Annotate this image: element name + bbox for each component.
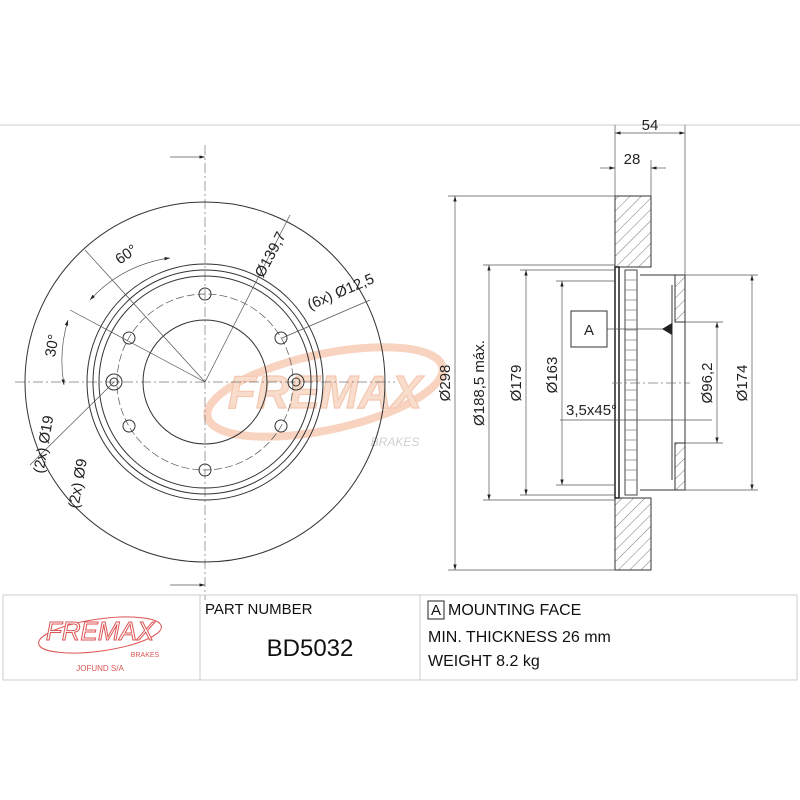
sub-label: BRAKES — [371, 435, 420, 449]
drawing-path — [89, 257, 171, 301]
bolt-holes-label: (6x) Ø12,5 — [305, 270, 377, 313]
angle-30-label: 30° — [42, 333, 63, 358]
drawing-path — [614, 497, 652, 571]
drawing-ellipse — [203, 343, 447, 441]
weight-note: WEIGHT 8.2 kg — [428, 653, 540, 670]
drawing-circle — [92, 269, 318, 495]
drawing-circle — [105, 373, 123, 391]
drawing-circle — [274, 419, 288, 433]
min-thickness-note: MIN. THICKNESS 26 mm — [428, 629, 611, 646]
fremax-logo: FREMAX BRAKES JOFUND S/A — [38, 616, 162, 673]
drawing-rect — [2, 594, 798, 681]
drawing-line — [69, 309, 206, 383]
drawing-path — [61, 319, 69, 386]
drawing-circle — [109, 377, 119, 387]
drawing-path — [674, 442, 686, 491]
drawing-rect — [624, 269, 638, 496]
max-diameter-label: Ø188,5 máx. — [471, 340, 488, 426]
drawing-path — [614, 195, 652, 268]
drawing-line — [204, 214, 291, 383]
title-block: FREMAX BRAKES JOFUND S/A PART NUMBER BD5… — [2, 594, 798, 681]
disc-thickness-label: 28 — [624, 151, 641, 168]
drawing-rect — [427, 600, 445, 620]
drawing-circle — [122, 419, 136, 433]
brand-label: FREMAX — [46, 616, 156, 646]
bolt-holes — [105, 287, 305, 477]
brand-label: FREMAX — [228, 366, 425, 418]
angle-60-label: 60° — [112, 241, 140, 268]
holes-9-label: (2x) Ø9 — [66, 457, 91, 509]
company-label: JOFUND S/A — [76, 664, 124, 673]
mounting-face-note: MOUNTING FACE — [448, 602, 581, 619]
drawing-rect — [614, 266, 620, 499]
datum-label: A — [584, 322, 594, 339]
hub-diameter-label: Ø174 — [734, 365, 751, 402]
drawing-path — [640, 274, 686, 491]
drawing-circle — [291, 377, 301, 387]
drawing-circle — [86, 263, 324, 501]
drawing-circle — [287, 373, 305, 391]
drawing-circle — [98, 275, 312, 489]
sub-label: BRAKES — [131, 652, 160, 659]
holes-19-label: (2x) Ø19 — [31, 414, 58, 474]
drawing-path — [674, 274, 686, 323]
outer-diameter-label: Ø298 — [437, 365, 454, 402]
center-bore-label: Ø96,2 — [699, 363, 716, 404]
overall-width-label: 54 — [642, 117, 659, 134]
drawing-path — [662, 323, 672, 335]
drawing-line — [29, 381, 115, 466]
drawing-circle — [274, 331, 288, 345]
drawing-line — [281, 299, 371, 339]
drawing-g — [625, 279, 637, 481]
drawing-line — [84, 249, 206, 383]
drawing-ellipse — [38, 616, 162, 654]
datum-box-label: A — [431, 602, 441, 619]
diameter-179-label: Ø179 — [508, 365, 525, 402]
diameter-163-label: Ø163 — [544, 357, 561, 394]
part-number-label: PART NUMBER — [205, 601, 313, 618]
part-number: BD5032 — [267, 635, 354, 662]
chamfer-label: 3,5x45° — [566, 402, 617, 419]
drawing-circle — [198, 463, 212, 477]
drawing-circle — [198, 287, 212, 301]
datum-a-box — [570, 310, 608, 348]
side-view: A 54 28 Ø298 Ø188,5 máx. Ø179 Ø163 3,5x4… — [437, 117, 758, 571]
drawing-circle — [116, 293, 294, 471]
disc-outer-edge — [24, 201, 386, 563]
bolt-circle-label: Ø139,7 — [252, 229, 290, 280]
center-bore — [142, 319, 268, 445]
